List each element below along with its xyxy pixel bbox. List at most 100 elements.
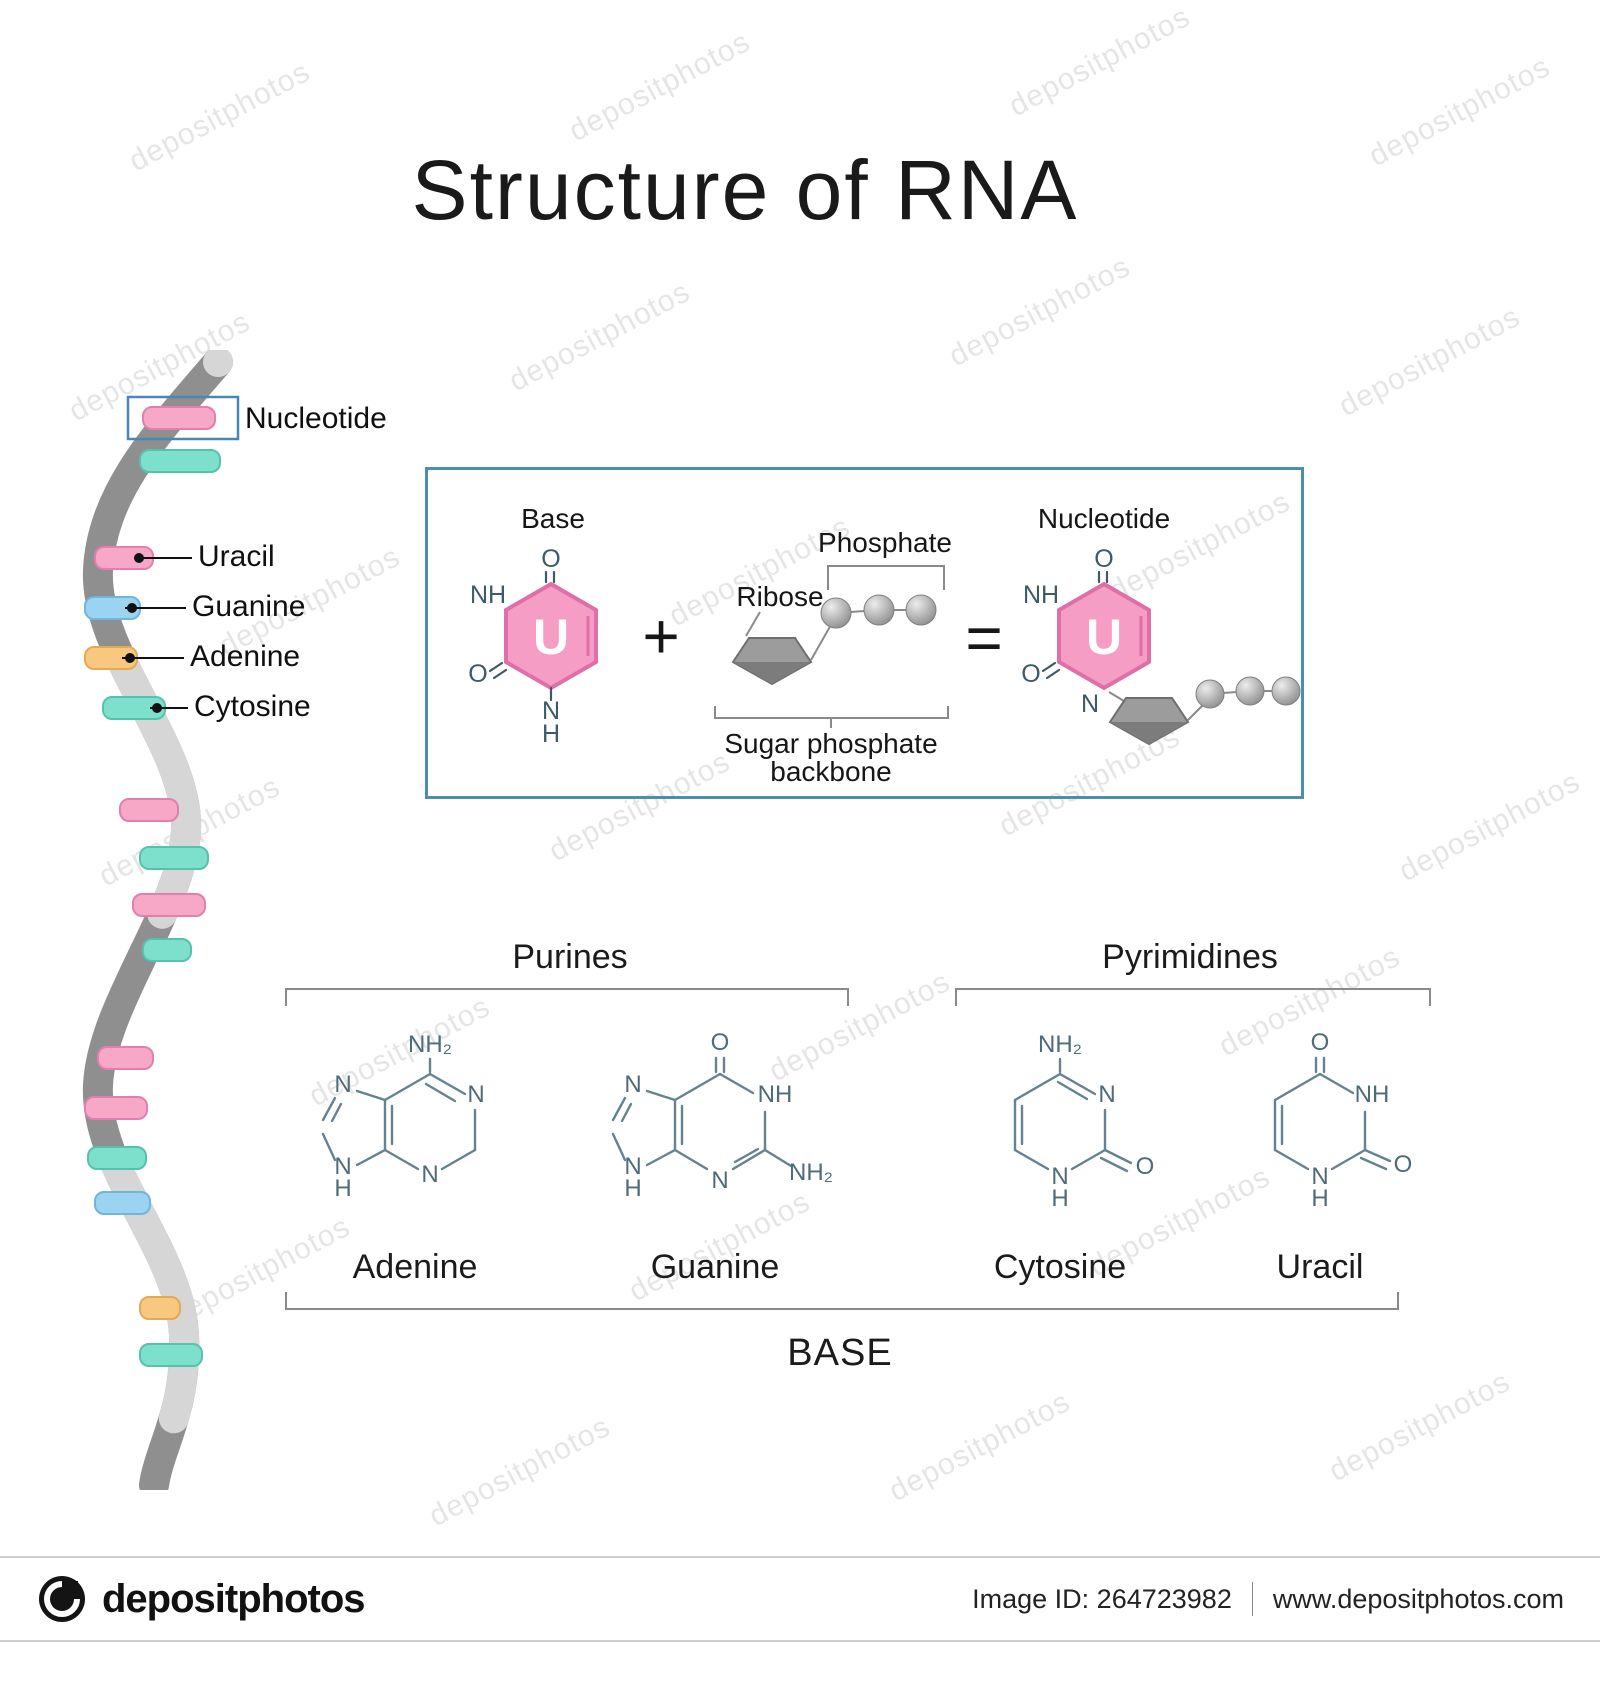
page-title: Structure of RNA [411,143,1079,237]
base-bar [94,1191,151,1215]
nitrogen-label: N [542,697,560,725]
nh-label: NH [758,1081,793,1108]
footer-bar: depositphotos Image ID: 264723982 www.de… [0,1556,1600,1642]
nucleotide-structure: U O NH O N [1021,545,1301,746]
watermark-text: depositphotos [563,25,756,149]
brand-name: depositphotos [102,1576,366,1621]
amine-label: NH₂ [789,1159,833,1186]
guanine-callout-label: Guanine [192,590,306,623]
oxygen-label: O [1136,1153,1155,1180]
nitrogen-label: N [1051,1163,1068,1190]
hydrogen-label: H [1311,1185,1328,1212]
nitrogen-label: N [1081,690,1099,718]
nitrogen-label: N [1098,1081,1115,1108]
image-id-text: Image ID: 264723982 [972,1583,1232,1614]
phosphate-sphere [1195,679,1225,709]
depositphotos-brand[interactable]: depositphotos [36,1573,366,1625]
phosphate-bracket [827,565,945,590]
depositphotos-logo [39,1576,85,1622]
nucleotide-highlight-box [126,395,240,441]
backbone-label-line2: backbone [770,756,891,787]
oxygen-label: O [1311,1032,1330,1056]
watermark-text: depositphotos [1003,0,1196,124]
adenine-structure: NH₂ N N N N H [321,1032,485,1202]
guanine-name-label: Guanine [650,1248,780,1286]
watermark-text: depositphotos [423,1410,616,1534]
adenine-callout-label: Adenine [190,640,301,673]
pyrimidines-label: Pyrimidines [1102,938,1278,976]
oxygen-label: O [541,545,560,573]
phosphate-label: Phosphate [818,527,952,558]
watermark-text: depositphotos [1323,1365,1516,1489]
uracil-structure: O NH O N H [1273,1032,1413,1212]
nucleotide-formula-box: Base U O NH O N H + Ribose [425,467,1304,799]
cytosine-callout-label: Cytosine [194,690,311,723]
equals-sign: = [965,602,1002,674]
phosphate-sphere [905,594,937,626]
ribose-label: Ribose [736,581,823,612]
base-bracket [285,1292,1399,1310]
oxygen-label: O [1394,1151,1413,1178]
nitrogen-label: N [334,1071,351,1098]
cytosine-structure: NH₂ N O N H [1013,1032,1155,1212]
base-bar [142,406,216,430]
purines-label: Purines [512,938,628,976]
base-bar [132,893,206,917]
base-bar [139,1296,181,1320]
phosphate-sphere [863,594,895,626]
base-bar [84,1096,148,1120]
nh-label: NH [1355,1081,1390,1108]
oxygen-label: O [1094,545,1113,573]
base-bar [119,798,179,822]
base-bar [87,1146,147,1170]
hydrogen-label: H [542,720,560,748]
nh-label: NH [1023,581,1059,609]
site-url[interactable]: www.depositphotos.com [1272,1583,1564,1614]
phosphate-sphere [1235,676,1265,706]
guanine-structure: O NH NH₂ N N N H [611,1032,833,1202]
watermark-text: depositphotos [1333,300,1526,424]
oxygen-label: O [468,660,487,688]
oxygen-label: O [1021,660,1040,688]
backbone-label-line1: Sugar phosphate [724,728,937,759]
hydrogen-label: H [624,1175,641,1202]
base-group-label: BASE [787,1332,893,1374]
watermark-text: depositphotos [503,275,696,399]
uracil-callout-label: Uracil [198,540,275,573]
label-leader-dots [125,553,162,713]
uracil-letter: U [1086,609,1122,665]
helix-ribbon-highlight [82,350,233,1490]
nitrogen-label: N [467,1081,484,1108]
phosphate-sphere [1271,676,1301,706]
ribose-pointer-line [745,611,761,637]
base-bar [139,449,221,473]
oxygen-label: O [711,1032,730,1056]
ribose-pentagon [731,637,813,686]
base-bar [139,846,209,870]
nitrogen-label: N [421,1161,438,1188]
amine-label: NH₂ [1038,1032,1082,1058]
uracil-letter: U [533,609,569,665]
nitrogen-label: N [711,1167,728,1194]
nucleotide-hexagon [1057,581,1151,691]
plus-sign: + [642,600,679,672]
uracil-name-label: Uracil [1276,1248,1364,1286]
nitrogen-label: N [334,1153,351,1180]
hydrogen-label: H [334,1175,351,1202]
base-bar [139,1343,203,1367]
pyrimidines-bracket [955,988,1431,1006]
base-title: Base [521,503,585,534]
phosphate-group [810,594,937,661]
base-bar [142,938,192,962]
amine-label: NH₂ [408,1032,452,1058]
nitrogen-label: N [1311,1163,1328,1190]
rna-helix-graphic [82,350,240,1490]
phosphate-sphere [820,597,852,629]
base-structure: U O NH O N H [468,545,598,748]
nucleotide-callout-label: Nucleotide [245,402,387,435]
watermark-text: depositphotos [1393,765,1586,889]
hydrogen-label: H [1051,1185,1068,1212]
nitrogen-label: N [624,1071,641,1098]
base-bar [97,1046,154,1070]
